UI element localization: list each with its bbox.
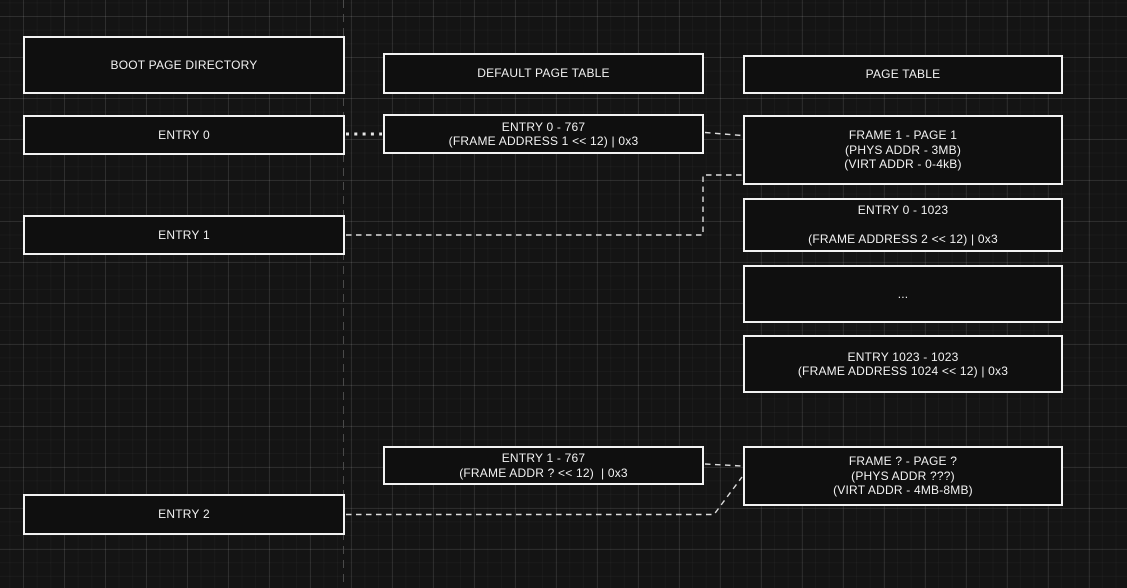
page-table-frame-q-box[interactable]: FRAME ? - PAGE ? (PHYS ADDR ???) (VIRT A… — [743, 446, 1063, 506]
edge-entry0-767-to-frame1[interactable] — [704, 131, 743, 137]
edge-entry1-767-to-frameq[interactable] — [704, 463, 743, 467]
default-page-table-header[interactable]: DEFAULT PAGE TABLE — [383, 53, 704, 94]
boot-entry-0-label: ENTRY 0 — [158, 127, 210, 142]
default-page-table-header-label: DEFAULT PAGE TABLE — [477, 66, 610, 81]
default-page-table-entry-1-767-box[interactable]: ENTRY 1 - 767 (FRAME ADDR ? << 12) | 0x3 — [383, 446, 704, 485]
boot-page-directory-header-label: BOOT PAGE DIRECTORY — [110, 57, 258, 72]
default-page-table-entry-0-767-label: ENTRY 0 - 767 (FRAME ADDRESS 1 << 12) | … — [448, 119, 639, 149]
page-table-header-label: PAGE TABLE — [865, 67, 941, 82]
boot-entry-1-box[interactable]: ENTRY 1 — [23, 215, 345, 255]
boot-entry-2-label: ENTRY 2 — [158, 507, 210, 522]
page-table-entry-1023-1023-box[interactable]: ENTRY 1023 - 1023 (FRAME ADDRESS 1024 <<… — [743, 335, 1063, 393]
default-page-table-entry-1-767-label: ENTRY 1 - 767 (FRAME ADDR ? << 12) | 0x3 — [459, 451, 628, 480]
boot-page-directory-header[interactable]: BOOT PAGE DIRECTORY — [23, 36, 345, 94]
page-table-frame-q-label: FRAME ? - PAGE ? (PHYS ADDR ???) (VIRT A… — [833, 454, 973, 498]
page-table-frame-1-label: FRAME 1 - PAGE 1 (PHYS ADDR - 3MB) (VIRT… — [844, 128, 962, 172]
page-table-entry-0-1023-label: ENTRY 0 - 1023 (FRAME ADDRESS 2 << 12) |… — [808, 203, 998, 247]
boot-entry-2-box[interactable]: ENTRY 2 — [23, 494, 345, 535]
edge-entry2-to-frameq[interactable] — [346, 476, 743, 516]
page-table-ellipsis-label: ... — [897, 286, 909, 301]
boot-entry-0-box[interactable]: ENTRY 0 — [23, 115, 345, 155]
page-table-entry-0-1023-box[interactable]: ENTRY 0 - 1023 (FRAME ADDRESS 2 << 12) |… — [743, 198, 1063, 252]
page-table-ellipsis-box[interactable]: ... — [743, 265, 1063, 323]
default-page-table-entry-0-767-box[interactable]: ENTRY 0 - 767 (FRAME ADDRESS 1 << 12) | … — [383, 114, 704, 154]
boot-entry-1-label: ENTRY 1 — [158, 227, 210, 242]
page-table-frame-1-box[interactable]: FRAME 1 - PAGE 1 (PHYS ADDR - 3MB) (VIRT… — [743, 115, 1063, 185]
edge-entry1-to-frame1[interactable] — [346, 174, 742, 236]
page-table-entry-1023-1023-label: ENTRY 1023 - 1023 (FRAME ADDRESS 1024 <<… — [797, 349, 1009, 379]
page-table-header[interactable]: PAGE TABLE — [743, 55, 1063, 94]
